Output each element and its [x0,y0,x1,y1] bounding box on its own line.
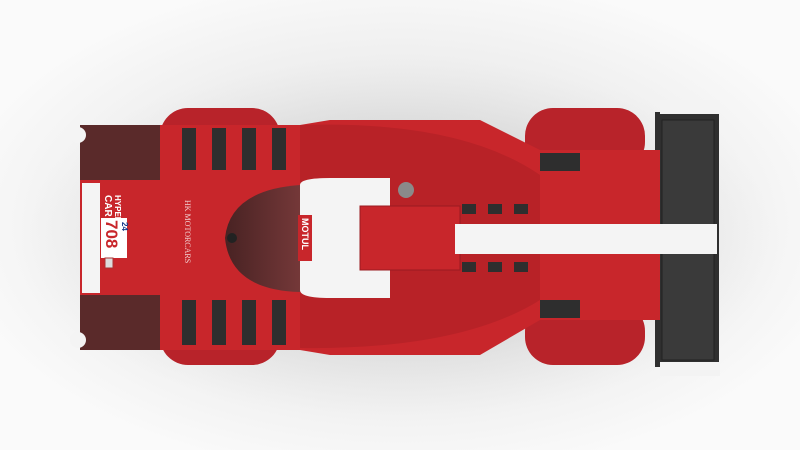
cockpit-canopy [225,185,300,292]
front-lights [70,125,160,350]
class-badge-line1: HYPER [113,195,122,223]
team-name: HK MOTORCARS [183,200,192,263]
side-vents [182,128,286,345]
flag-icon [104,257,114,269]
race-number: 708 [102,220,121,248]
white-stripe [455,224,717,254]
engine-vents [462,204,528,272]
sponsor-logo: MOTUL [300,218,310,250]
rear-clips [540,153,580,318]
center-spine [359,205,461,271]
event-badge: 24 [120,222,129,231]
number-panel [82,183,100,293]
class-badge-line2: CAR [102,195,113,217]
